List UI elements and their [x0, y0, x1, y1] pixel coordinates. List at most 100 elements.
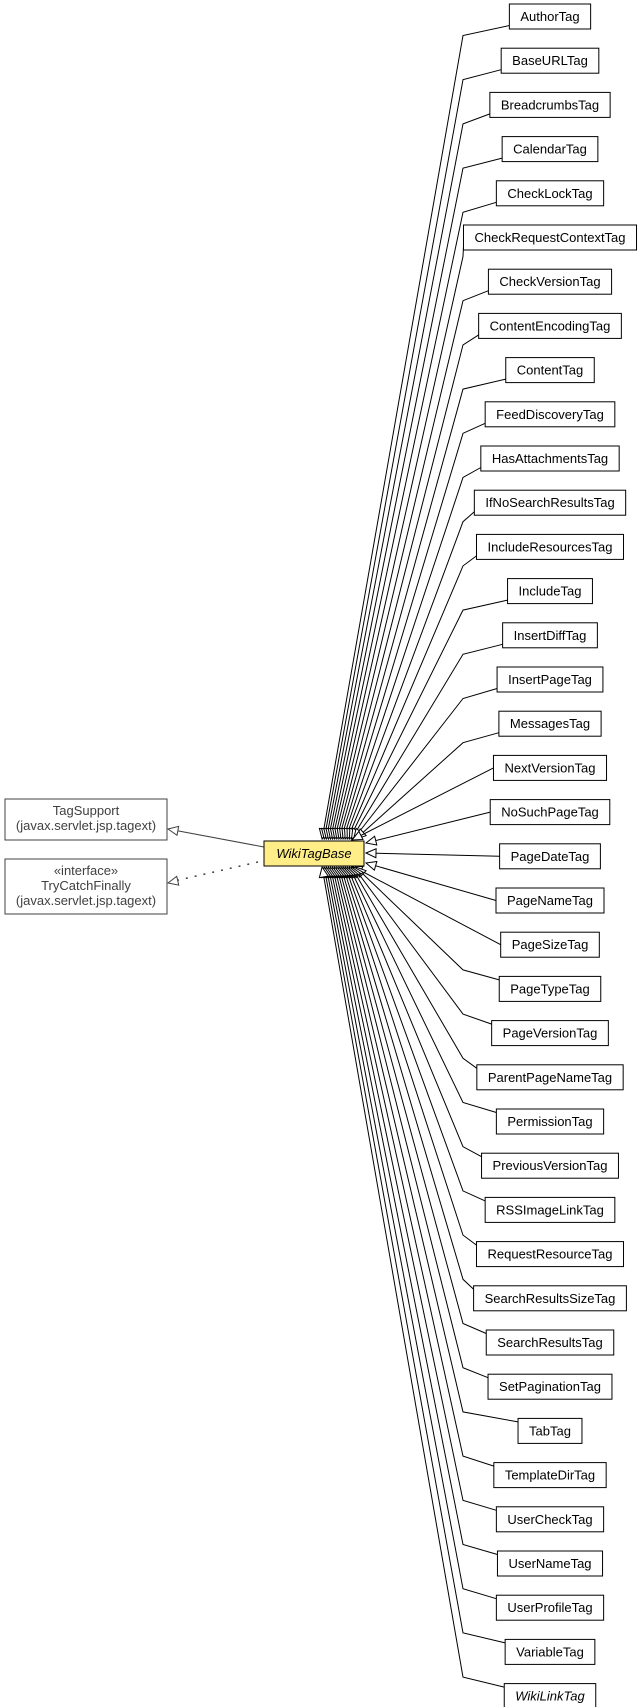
subclass-ifnosearchresultstag[interactable]: IfNoSearchResultsTag: [473, 489, 627, 516]
subclass-pageversiontag[interactable]: PageVersionTag: [491, 1020, 609, 1047]
class-name: NoSuchPageTag: [501, 805, 599, 820]
subclass-previousversiontag[interactable]: PreviousVersionTag: [481, 1152, 619, 1179]
subclass-pagesizetag[interactable]: PageSizeTag: [500, 931, 600, 958]
class-box: [508, 3, 592, 30]
hollow-arrowhead: [318, 865, 330, 879]
subclass-templatedirtag[interactable]: TemplateDirTag: [493, 1462, 607, 1489]
subclass-searchresultssizetag[interactable]: SearchResultsSizeTag: [473, 1285, 627, 1312]
class-name: BreadcrumbsTag: [501, 97, 599, 112]
inheritance-edge: [365, 862, 497, 901]
class-box: [502, 622, 598, 649]
class-name: TemplateDirTag: [505, 1468, 595, 1483]
subclass-breadcrumbstag[interactable]: BreadcrumbsTag: [489, 91, 611, 118]
class-box: [4, 858, 168, 915]
subclass-baseurltag[interactable]: BaseURLTag: [500, 47, 600, 74]
class-box: [484, 1196, 616, 1223]
subclass-checklocktag[interactable]: CheckLockTag: [495, 180, 605, 207]
inheritance-edge: [365, 811, 491, 844]
subclass-pagenametag[interactable]: PageNameTag: [495, 887, 605, 914]
inheritance-edge: [353, 688, 498, 840]
inheritance-edge: [340, 866, 474, 1290]
class-name: PageVersionTag: [503, 1026, 598, 1041]
subclass-insertdifftag[interactable]: InsertDiffTag: [502, 622, 598, 649]
subclass-checkrequestcontexttag[interactable]: CheckRequestContextTag: [462, 224, 638, 251]
class-box: [481, 1152, 619, 1179]
subclass-parentpagenametag[interactable]: ParentPageNameTag: [476, 1064, 624, 1091]
class-name: SearchResultsTag: [497, 1335, 603, 1350]
subclass-messagestag[interactable]: MessagesTag: [498, 710, 602, 737]
subclass-contentencodingtag[interactable]: ContentEncodingTag: [478, 312, 622, 339]
class-label-line: TryCatchFinally: [41, 878, 131, 893]
class-box: [476, 1064, 624, 1091]
inheritance-edge: [325, 113, 491, 840]
hollow-arrowhead: [166, 875, 180, 886]
subclass-rssimagelinktag[interactable]: RSSImageLinkTag: [484, 1196, 616, 1223]
hollow-arrowhead: [364, 835, 378, 846]
class-box: [480, 445, 620, 472]
inheritance-edge: [334, 290, 489, 840]
class-name: NextVersionTag: [504, 760, 595, 775]
inheritance-edge: [344, 866, 486, 1202]
subclass-pagetypetag[interactable]: PageTypeTag: [498, 975, 602, 1002]
subclass-permissiontag[interactable]: PermissionTag: [495, 1108, 605, 1135]
inheritance-edge: [338, 866, 487, 1334]
subclass-includetag[interactable]: IncludeTag: [507, 578, 593, 605]
inheritance-edge: [338, 378, 506, 840]
class-box: [495, 1506, 605, 1533]
class-box: [462, 224, 638, 251]
inheritance-edge: [325, 866, 497, 1600]
class-box: [495, 887, 605, 914]
class-name: RSSImageLinkTag: [496, 1202, 604, 1217]
subclass-tabtag[interactable]: TabTag: [517, 1417, 583, 1444]
subclass-userprofiletag[interactable]: UserProfileTag: [495, 1594, 605, 1621]
class-name: ContentTag: [517, 363, 584, 378]
class-name: ParentPageNameTag: [488, 1070, 612, 1085]
class-box: [496, 666, 604, 693]
subclass-searchresultstag[interactable]: SearchResultsTag: [485, 1329, 615, 1356]
class-wikitagbase[interactable]: WikiTagBase: [263, 840, 365, 867]
subclass-variabletag[interactable]: VariableTag: [504, 1638, 596, 1665]
subclass-requestresourcetag[interactable]: RequestResourceTag: [475, 1241, 625, 1268]
inheritance-edge: [323, 69, 502, 840]
class-name: PageTypeTag: [510, 981, 590, 996]
subclass-contenttag[interactable]: ContentTag: [505, 357, 595, 384]
inheritance-edge: [348, 599, 508, 840]
class-box: [495, 1594, 605, 1621]
subclass-usernametag[interactable]: UserNameTag: [496, 1550, 604, 1577]
subclass-authortag[interactable]: AuthorTag: [508, 3, 592, 30]
subclass-includeresourcestag[interactable]: IncludeResourcesTag: [475, 533, 625, 560]
subclass-feeddiscoverytag[interactable]: FeedDiscoveryTag: [484, 401, 616, 428]
parent-class-0[interactable]: TagSupport(javax.servlet.jsp.tagext): [4, 798, 168, 841]
class-label-line: TagSupport: [53, 803, 120, 818]
subclass-nextversiontag[interactable]: NextVersionTag: [492, 754, 608, 781]
subclass-userchecktag[interactable]: UserCheckTag: [495, 1506, 605, 1533]
class-name: IncludeTag: [519, 584, 582, 599]
subclass-pagedatetag[interactable]: PageDateTag: [499, 843, 601, 870]
subclass-hasattachmentstag[interactable]: HasAttachmentsTag: [480, 445, 620, 472]
subclass-nosuchpagetag[interactable]: NoSuchPageTag: [489, 799, 611, 826]
class-box: [498, 975, 602, 1002]
inheritance-edge: [342, 866, 477, 1246]
subclass-checkversiontag[interactable]: CheckVersionTag: [487, 268, 613, 295]
hollow-arrowhead: [166, 825, 180, 837]
subclass-setpaginationtag[interactable]: SetPaginationTag: [487, 1373, 613, 1400]
subclass-wikilinktag[interactable]: WikiLinkTag: [503, 1683, 597, 1707]
inheritance-edge: [336, 866, 489, 1379]
class-name: VariableTag: [516, 1644, 584, 1659]
implements-edge: [169, 861, 259, 883]
inheritance-edge: [365, 852, 500, 857]
class-name: TabTag: [529, 1423, 571, 1438]
inheritance-edge: [323, 866, 506, 1644]
inheritance-edge: [342, 467, 482, 840]
class-box: [499, 843, 601, 870]
parent-class-1[interactable]: «interface»TryCatchFinally(javax.servlet…: [4, 858, 168, 915]
subclass-insertpagetag[interactable]: InsertPageTag: [496, 666, 604, 693]
inheritance-edge: [332, 246, 464, 840]
hollow-arrowhead: [364, 860, 378, 871]
class-name: BaseURLTag: [512, 53, 588, 68]
class-name: WikiTagBase: [276, 846, 351, 861]
subclass-calendartag[interactable]: CalendarTag: [501, 136, 599, 163]
class-name: PreviousVersionTag: [493, 1158, 608, 1173]
inheritance-edge: [334, 866, 519, 1423]
